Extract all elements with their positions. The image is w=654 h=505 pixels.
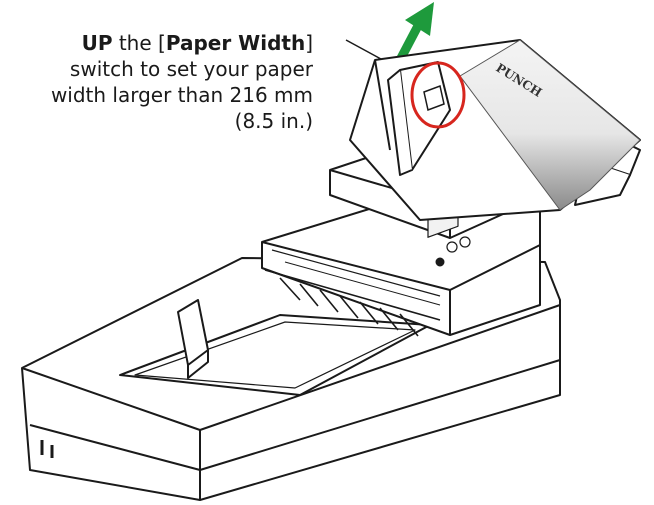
- instruction-bracket: ]: [305, 31, 313, 55]
- paper-sheet: PUNCH: [459, 39, 641, 211]
- up-arrow-icon: [396, 2, 434, 63]
- instruction-line-3: width larger than 216 mm: [50, 83, 313, 107]
- instruction-action: UP: [81, 31, 113, 55]
- highlight-circle-icon: [410, 61, 466, 129]
- paper-width-term: Paper Width: [165, 31, 306, 55]
- instruction-caption: UP the [Paper Width] switch to set your …: [0, 30, 313, 134]
- instruction-line-2: switch to set your paper: [69, 57, 313, 81]
- control-button-1: [446, 241, 458, 253]
- instruction-line-1: UP the [Paper Width]: [0, 30, 313, 56]
- paper-width-switch: [423, 84, 445, 112]
- power-button: [435, 257, 445, 267]
- instruction-line-4: (8.5 in.): [234, 109, 313, 133]
- control-button-2: [459, 236, 471, 248]
- instruction-middle: the [: [112, 31, 166, 55]
